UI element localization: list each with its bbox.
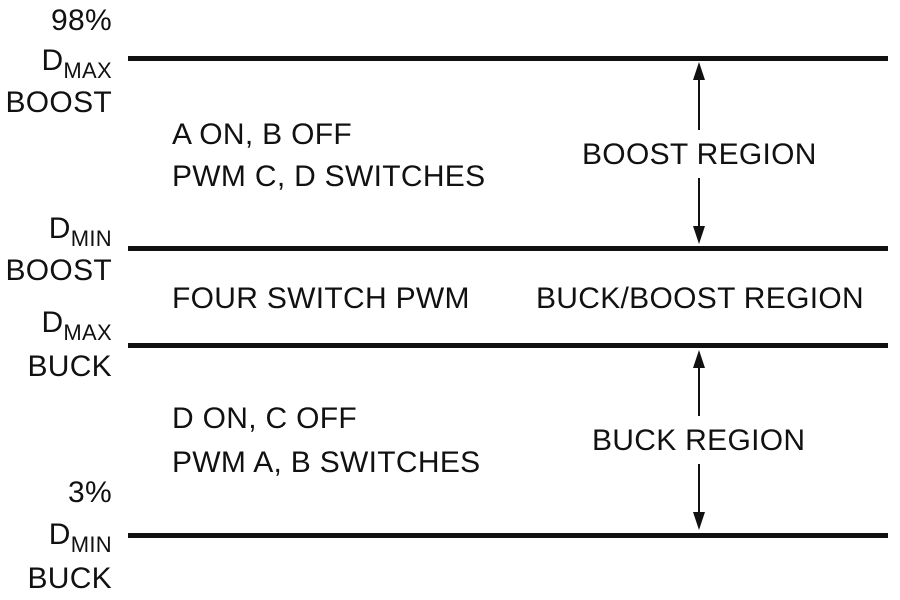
dmin-buck-mode: BUCK <box>27 562 112 595</box>
dmin-buck-percent: 3% <box>68 476 112 509</box>
dmin-buck-label: DMIN <box>48 518 112 557</box>
buck-region-arrow <box>693 350 705 530</box>
dmax-boost-percent: 98% <box>51 4 112 37</box>
buck-boost-region-line1: FOUR SWITCH PWM <box>172 282 470 315</box>
buck-boost-region-name: BUCK/BOOST REGION <box>536 282 864 315</box>
dmax-boost-mode: BOOST <box>5 86 112 119</box>
dmin-boost-label: DMIN <box>48 212 112 251</box>
dmax-boost-label: DMAX <box>41 44 112 83</box>
dmax-buck-label: DMAX <box>41 306 112 345</box>
boost-region-line2: PWM C, D SWITCHES <box>172 160 486 193</box>
dmin-buck-line <box>128 533 888 538</box>
dmin-boost-mode: BOOST <box>5 254 112 287</box>
boost-region-arrow <box>693 62 705 244</box>
boost-region-name: BOOST REGION <box>582 138 817 171</box>
buck-region-line2: PWM A, B SWITCHES <box>172 446 481 479</box>
dmin-boost-line <box>128 246 888 251</box>
buck-region-line1: D ON, C OFF <box>172 402 357 435</box>
buck-region-name: BUCK REGION <box>592 424 806 457</box>
boost-region-line1: A ON, B OFF <box>172 118 352 151</box>
dmax-boost-line <box>128 56 888 61</box>
dmax-buck-line <box>128 343 888 348</box>
dmax-buck-mode: BUCK <box>27 350 112 383</box>
